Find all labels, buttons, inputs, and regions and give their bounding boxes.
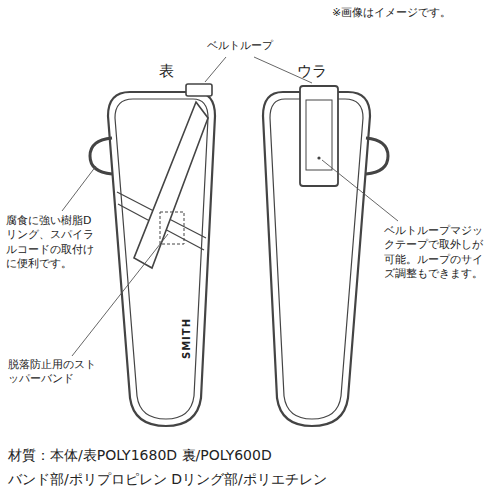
front-pouch bbox=[90, 84, 215, 426]
d-ring bbox=[90, 138, 112, 174]
brand-logo: SMITH bbox=[180, 317, 193, 358]
material-text: 材質：本体/表POLY1680D 裏/POLY600D bbox=[8, 446, 272, 464]
material-text: バンド部/ポリプロピレン Dリング部/ポリエチレン bbox=[8, 470, 327, 488]
part-name: ベルトループ bbox=[207, 39, 273, 53]
side-label: 表 bbox=[159, 62, 174, 82]
callout-text: 脱落防止用のストッパーバンド bbox=[8, 358, 104, 387]
side-label: ウラ bbox=[297, 62, 327, 82]
stopper-band bbox=[134, 102, 208, 268]
belt-loop bbox=[186, 84, 212, 96]
note-text: ※画像はイメージです。 bbox=[332, 6, 451, 20]
leader-lines bbox=[62, 57, 398, 356]
callout-text: 腐食に強い樹脂Dリング、スパイラルコードの取付けに便利です。 bbox=[6, 214, 98, 271]
callout-text: ベルトループマジックテープで取外しが可能。ループのサイズ調整もできます。 bbox=[384, 224, 492, 281]
back-belt-loop bbox=[300, 86, 338, 186]
